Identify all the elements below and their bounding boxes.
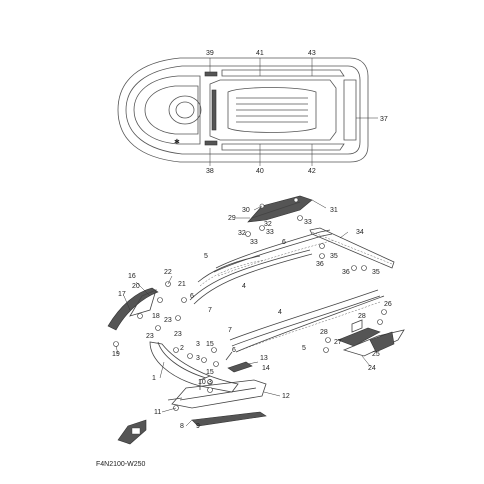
callout-36-lower: 36 — [342, 269, 350, 276]
callout-3-mid: 3 — [196, 355, 200, 362]
callout-15-lower: 15 — [206, 369, 214, 376]
callout-37: 37 — [380, 116, 388, 123]
bow-guard-assembly — [149, 341, 267, 427]
callout-1: 1 — [152, 375, 156, 382]
callout-7-upper: 7 — [208, 307, 212, 314]
callout-38: 38 — [206, 168, 214, 175]
callout-4-lower: 4 — [278, 309, 282, 316]
callout-43: 43 — [308, 50, 316, 57]
callout-40: 40 — [256, 168, 264, 175]
figure-code: F4N2100-W250 — [96, 461, 146, 468]
side-rail-assembly — [225, 289, 385, 361]
callout-6-upper: 6 — [282, 239, 286, 246]
callout-26: 26 — [384, 301, 392, 308]
callout-2: 2 — [180, 345, 184, 352]
caution-label-plate — [117, 419, 147, 445]
svg-text:✱: ✱ — [174, 138, 180, 146]
callout-17: 17 — [118, 291, 126, 298]
callout-28-upper: 28 — [358, 313, 366, 320]
front-bracket-assembly — [107, 281, 187, 347]
callout-34: 34 — [356, 229, 364, 236]
callout-12: 12 — [282, 393, 290, 400]
callout-33-mid: 33 — [266, 229, 274, 236]
callout-24: 24 — [368, 365, 376, 372]
callout-14: 14 — [262, 365, 270, 372]
callout-6-lower: 6 — [232, 347, 236, 354]
leader-lines — [115, 205, 371, 427]
callout-7-lower: 7 — [228, 327, 232, 334]
callout-10: 10 — [198, 379, 206, 386]
callout-36-upper: 36 — [316, 261, 324, 268]
callout-15-upper: 15 — [206, 341, 214, 348]
callout-19: 19 — [112, 351, 120, 358]
callout-32-upper: 32 — [264, 221, 272, 228]
callout-11: 11 — [154, 409, 161, 416]
callout-20: 20 — [132, 283, 140, 290]
callout-13: 13 — [260, 355, 268, 362]
callout-5-upper: 5 — [204, 253, 208, 260]
callout-28-lower: 28 — [320, 329, 328, 336]
callout-39: 39 — [206, 50, 214, 57]
callout-35-upper: 35 — [330, 253, 338, 260]
callout-41: 41 — [256, 50, 264, 57]
callout-31: 31 — [330, 207, 338, 214]
callout-33-left: 33 — [250, 239, 258, 246]
callout-9: 9 — [196, 423, 200, 430]
callout-27: 27 — [334, 339, 342, 346]
callout-33-right: 33 — [304, 219, 312, 226]
callout-22: 22 — [164, 269, 172, 276]
callout-labels: 39 41 43 37 38 40 42 30 29 31 32 32 33 3… — [112, 50, 392, 430]
callout-29: 29 — [228, 215, 236, 222]
callout-6-mid: 6 — [190, 293, 194, 300]
callout-18-upper: 18 — [152, 313, 160, 320]
callout-21: 21 — [178, 281, 186, 288]
callout-42: 42 — [308, 168, 316, 175]
callout-5-lower: 5 — [302, 345, 306, 352]
callout-25: 25 — [372, 351, 380, 358]
callout-35-lower: 35 — [372, 269, 380, 276]
callout-32-lower: 32 — [238, 230, 246, 237]
callout-23-lower: 23 — [174, 331, 182, 338]
callout-4-upper: 4 — [242, 283, 246, 290]
callout-3-lower: 3 — [208, 379, 212, 386]
callout-23-left: 23 — [146, 333, 154, 340]
callout-16: 16 — [128, 273, 136, 280]
callout-23-upper: 23 — [164, 317, 172, 324]
upper-rail-assembly — [189, 195, 395, 305]
callout-30: 30 — [242, 207, 250, 214]
callout-3-upper: 3 — [196, 341, 200, 348]
rear-bracket-assembly — [323, 309, 405, 357]
hull-top-view: ✱ — [117, 57, 378, 166]
callout-8: 8 — [180, 423, 184, 430]
